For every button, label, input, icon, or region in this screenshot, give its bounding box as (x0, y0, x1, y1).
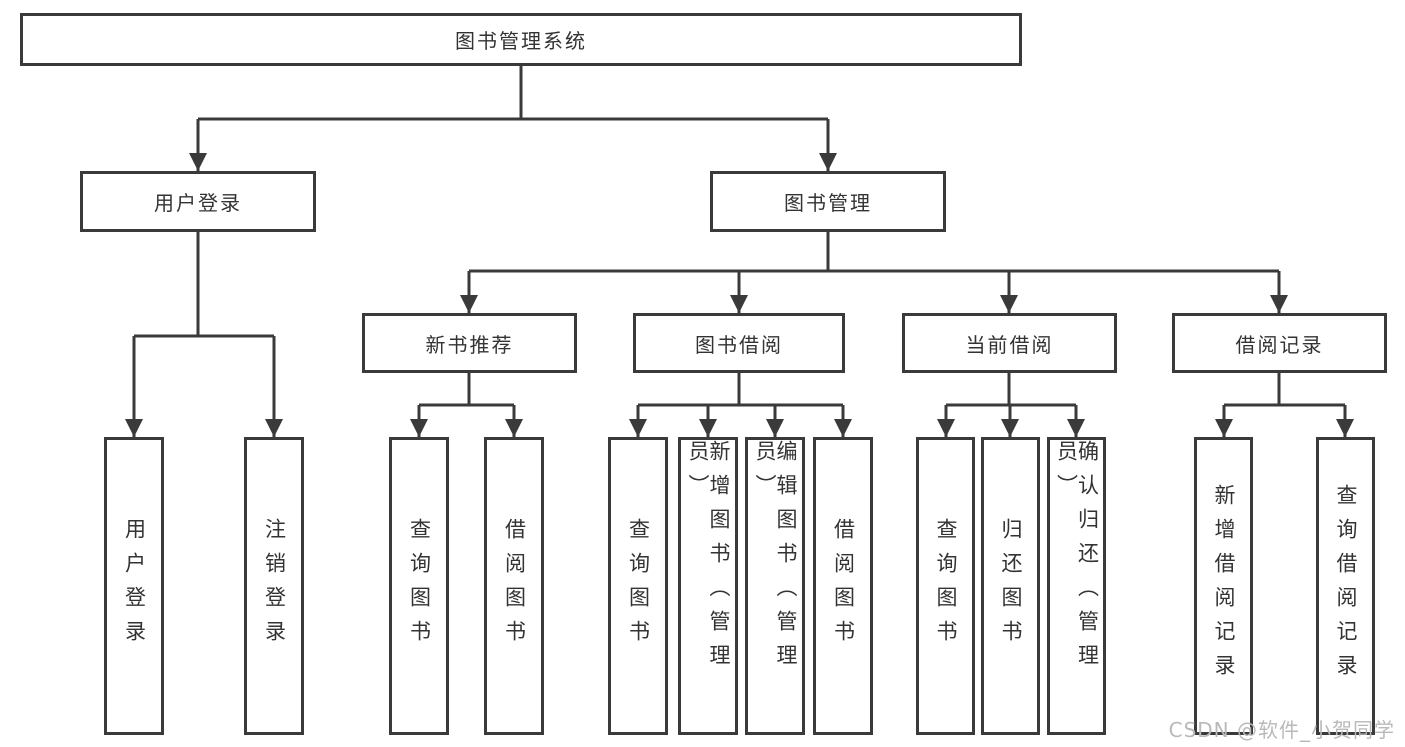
node-leaf-edit-books-admin: 编辑图书（管理员） (745, 437, 805, 735)
node-label: 注销登录 (262, 518, 287, 654)
node-borrowing-records: 借阅记录 (1172, 313, 1387, 373)
node-leaf-borrow-books-recommend: 借阅图书 (484, 437, 544, 735)
node-label: 当前借阅 (965, 332, 1054, 357)
node-label: 查询图书 (934, 518, 958, 654)
node-label: 确认归还（管理员） (1054, 440, 1100, 678)
node-leaf-query-books-recommend: 查询图书 (389, 437, 449, 735)
csdn-watermark: CSDN @软件_小贺同学 (1168, 718, 1395, 742)
node-label: 用户登录 (122, 518, 147, 654)
node-label: 借阅图书 (502, 518, 527, 654)
node-label: 查询图书 (407, 518, 432, 654)
node-leaf-return-books: 归还图书 (981, 437, 1040, 735)
node-label: 新书推荐 (425, 332, 514, 357)
node-user-login: 用户登录 (80, 171, 316, 232)
node-label: 图书管理 (784, 191, 872, 215)
node-label: 查询图书 (626, 518, 651, 654)
node-label: 用户登录 (154, 191, 242, 215)
node-leaf-borrow-books: 借阅图书 (813, 437, 873, 735)
node-leaf-add-borrow-record: 新增借阅记录 (1194, 437, 1253, 735)
node-leaf-query-books-current: 查询图书 (916, 437, 975, 735)
node-book-borrowing: 图书借阅 (633, 313, 845, 373)
node-label: 编辑图书（管理员） (753, 440, 798, 678)
node-label: 归还图书 (999, 518, 1023, 654)
node-label: 查询借阅记录 (1334, 484, 1358, 688)
node-leaf-user-login: 用户登录 (104, 437, 164, 735)
node-label: 新增图书（管理员） (686, 440, 731, 678)
node-label: 借阅图书 (831, 518, 856, 654)
node-leaf-confirm-return-admin: 确认归还（管理员） (1047, 437, 1106, 735)
node-label: 新增借阅记录 (1212, 484, 1236, 688)
node-book-management: 图书管理 (710, 171, 946, 232)
node-label: 借阅记录 (1235, 332, 1324, 357)
node-label: 图书借阅 (695, 332, 783, 357)
node-current-borrowing: 当前借阅 (902, 313, 1117, 373)
node-leaf-query-books-borrowing: 查询图书 (608, 437, 668, 735)
node-new-book-recommendation: 新书推荐 (362, 313, 577, 373)
node-library-management-system: 图书管理系统 (20, 13, 1022, 66)
node-leaf-add-books-admin: 新增图书（管理员） (678, 437, 738, 735)
node-leaf-logout: 注销登录 (244, 437, 304, 735)
node-label: 图书管理系统 (455, 29, 587, 53)
node-leaf-query-borrow-record: 查询借阅记录 (1316, 437, 1375, 735)
